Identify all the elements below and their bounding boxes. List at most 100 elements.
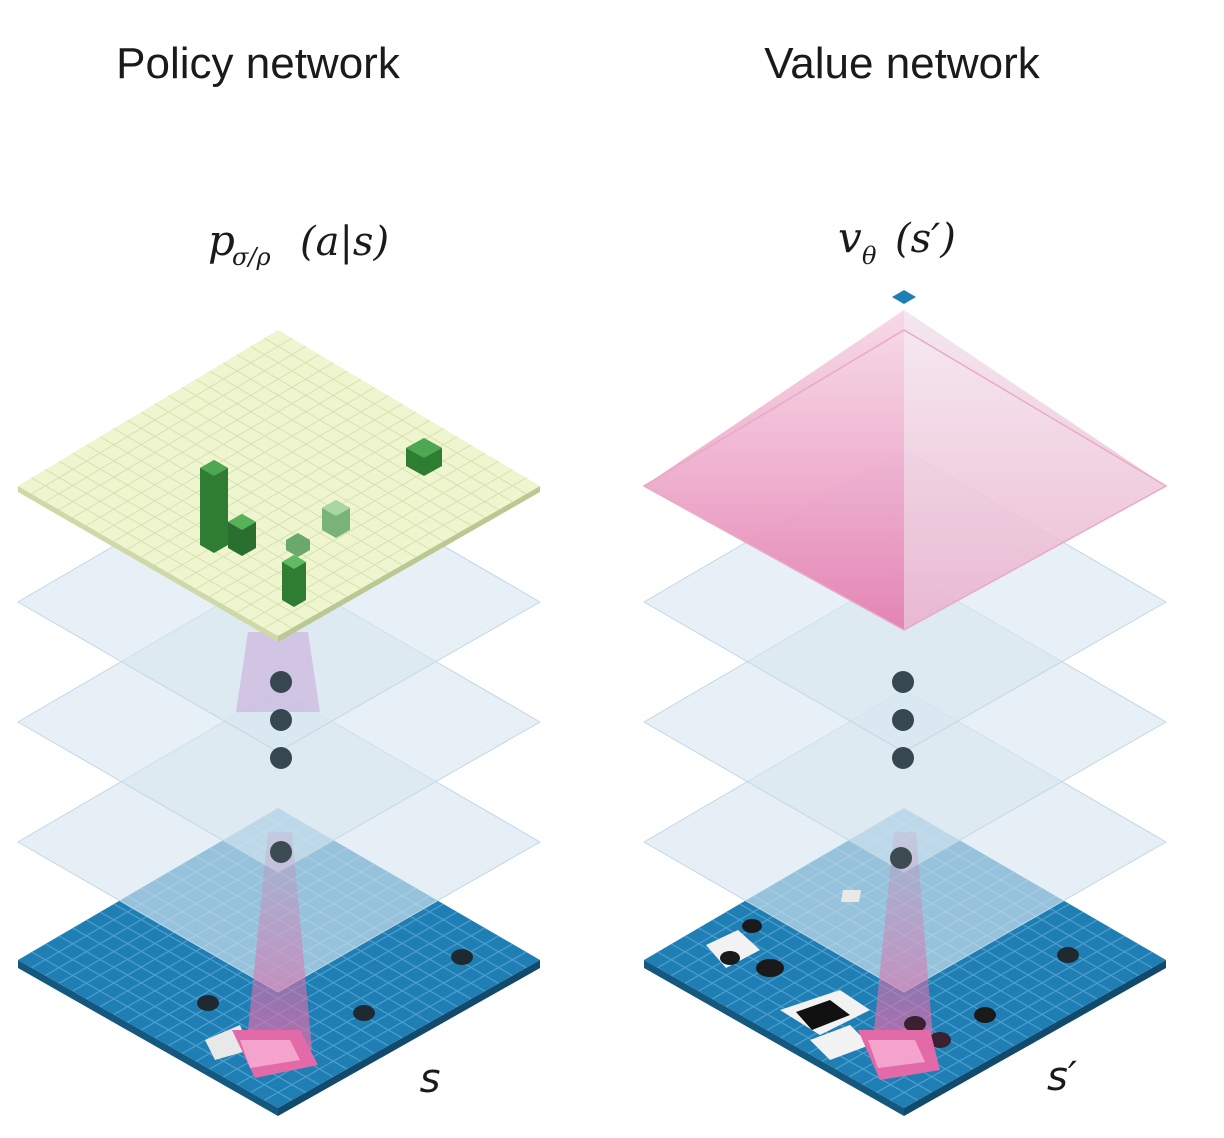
policy-output-func: p bbox=[208, 216, 235, 265]
white-stone bbox=[840, 890, 862, 902]
black-stone bbox=[353, 1005, 375, 1021]
value-input-board-side bbox=[644, 960, 904, 1116]
grid-line bbox=[890, 951, 1153, 1101]
grid-line bbox=[31, 477, 293, 629]
value-output-func: v bbox=[838, 213, 862, 262]
value-input-unit bbox=[890, 847, 912, 869]
grid-line bbox=[127, 395, 389, 550]
receptive-field-patch-highlight bbox=[240, 1040, 300, 1068]
value-input-board-side-right bbox=[904, 960, 1166, 1116]
black-stone bbox=[974, 1007, 996, 1023]
grid-line bbox=[45, 345, 306, 503]
grid-line bbox=[264, 477, 527, 629]
black-stone bbox=[796, 1000, 850, 1030]
grid-line bbox=[209, 370, 472, 526]
value-network-stack: s′ bbox=[642, 290, 1168, 1116]
grid-line bbox=[72, 362, 334, 519]
policy-input-label: s bbox=[420, 1056, 441, 1102]
layer-ellipsis-dot bbox=[892, 709, 914, 731]
grid-line bbox=[99, 378, 361, 534]
value-output-args: (s′) bbox=[895, 216, 956, 262]
policy-board-stones bbox=[197, 949, 473, 1078]
policy-receptive-field-beam bbox=[246, 832, 312, 1050]
layer-ellipsis-dot bbox=[892, 747, 914, 769]
grid-line bbox=[99, 911, 362, 1062]
layer-ellipsis-dot bbox=[270, 671, 292, 693]
value-output-pyramid bbox=[642, 310, 1168, 631]
layer-ellipsis-dot bbox=[270, 709, 292, 731]
black-stone bbox=[742, 919, 762, 933]
grid-line bbox=[181, 428, 444, 582]
policy-output-args: (a|s) bbox=[300, 219, 389, 265]
grid-line bbox=[223, 452, 486, 605]
grid-line bbox=[181, 903, 444, 1054]
policy-probability-bars bbox=[200, 438, 442, 607]
grid-line bbox=[657, 951, 919, 1101]
grid-line bbox=[127, 419, 389, 574]
policy-network-title: Policy network bbox=[116, 39, 401, 88]
policy-output-formula: p σ/ρ (a|s) bbox=[208, 216, 389, 271]
grid-line bbox=[154, 403, 417, 558]
grid-line bbox=[45, 469, 306, 621]
black-stone bbox=[756, 959, 784, 977]
policy-input-unit bbox=[270, 841, 292, 863]
value-output-sub: θ bbox=[862, 242, 877, 270]
grid-line bbox=[168, 395, 430, 550]
grid-line bbox=[113, 428, 375, 582]
grid-line bbox=[236, 354, 499, 511]
white-stone bbox=[706, 930, 760, 968]
black-stone bbox=[904, 1016, 926, 1032]
value-board-stones bbox=[706, 890, 1079, 1080]
grid-line bbox=[154, 411, 417, 566]
policy-input-board-side bbox=[18, 960, 278, 1116]
pyramid-face-front-left bbox=[644, 310, 904, 630]
grid-line bbox=[195, 378, 458, 534]
value-network-title: Value network bbox=[764, 39, 1041, 88]
probability-bar-top bbox=[200, 460, 228, 476]
grid-line bbox=[264, 951, 527, 1101]
black-stone bbox=[197, 995, 219, 1011]
grid-line bbox=[58, 460, 320, 613]
probability-bar bbox=[286, 533, 310, 557]
black-stone bbox=[1057, 947, 1079, 963]
value-output-formula: v θ (s′) bbox=[838, 213, 956, 270]
grid-line bbox=[739, 903, 1001, 1054]
policy-network-stack: s bbox=[17, 330, 542, 1116]
receptive-field-patch-highlight bbox=[868, 1040, 925, 1068]
policy-output-layer bbox=[18, 330, 540, 636]
layer-ellipsis-dot bbox=[270, 747, 292, 769]
grid-line bbox=[236, 460, 499, 613]
black-stone bbox=[451, 949, 473, 965]
grid-line bbox=[140, 411, 403, 566]
value-receptive-field-beam bbox=[872, 832, 934, 1050]
probability-bar-top bbox=[406, 438, 442, 458]
probability-bar bbox=[200, 460, 228, 553]
grid-line bbox=[264, 337, 527, 495]
policy-output-layer-edge bbox=[18, 486, 278, 642]
pyramid-face-front-right bbox=[904, 310, 1166, 630]
grid-line bbox=[140, 403, 403, 558]
grid-line bbox=[113, 387, 375, 542]
value-output-unit bbox=[892, 290, 916, 304]
grid-line bbox=[99, 436, 361, 590]
policy-output-sub: σ/ρ bbox=[232, 243, 271, 271]
grid-line bbox=[113, 903, 375, 1054]
value-input-label: s′ bbox=[1047, 1054, 1077, 1100]
grid-line bbox=[31, 337, 293, 495]
policy-input-board-side-right bbox=[278, 960, 540, 1116]
grid-line bbox=[58, 354, 320, 511]
grid-line bbox=[250, 345, 513, 503]
policy-output-layer-edge-right bbox=[278, 486, 540, 642]
probability-bar-top bbox=[322, 500, 350, 516]
pyramid-base-outline bbox=[642, 329, 1168, 631]
black-stone bbox=[929, 1032, 951, 1048]
black-stone bbox=[720, 951, 740, 965]
grid-line bbox=[86, 370, 348, 526]
probability-bar-top bbox=[282, 555, 306, 569]
grid-line bbox=[181, 387, 444, 542]
grid-line bbox=[223, 362, 486, 519]
probability-bar bbox=[282, 555, 306, 607]
probability-bar-top bbox=[228, 514, 256, 530]
layer-ellipsis-dot bbox=[892, 671, 914, 693]
